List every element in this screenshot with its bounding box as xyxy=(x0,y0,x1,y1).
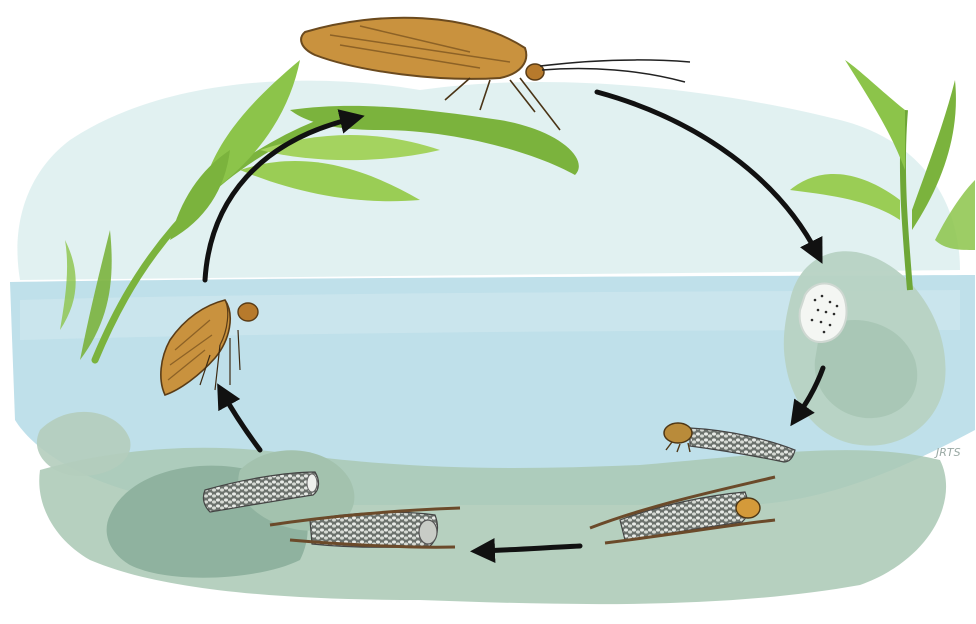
artist-signature: JRTS xyxy=(936,446,961,459)
egg-mass-icon xyxy=(800,284,847,343)
